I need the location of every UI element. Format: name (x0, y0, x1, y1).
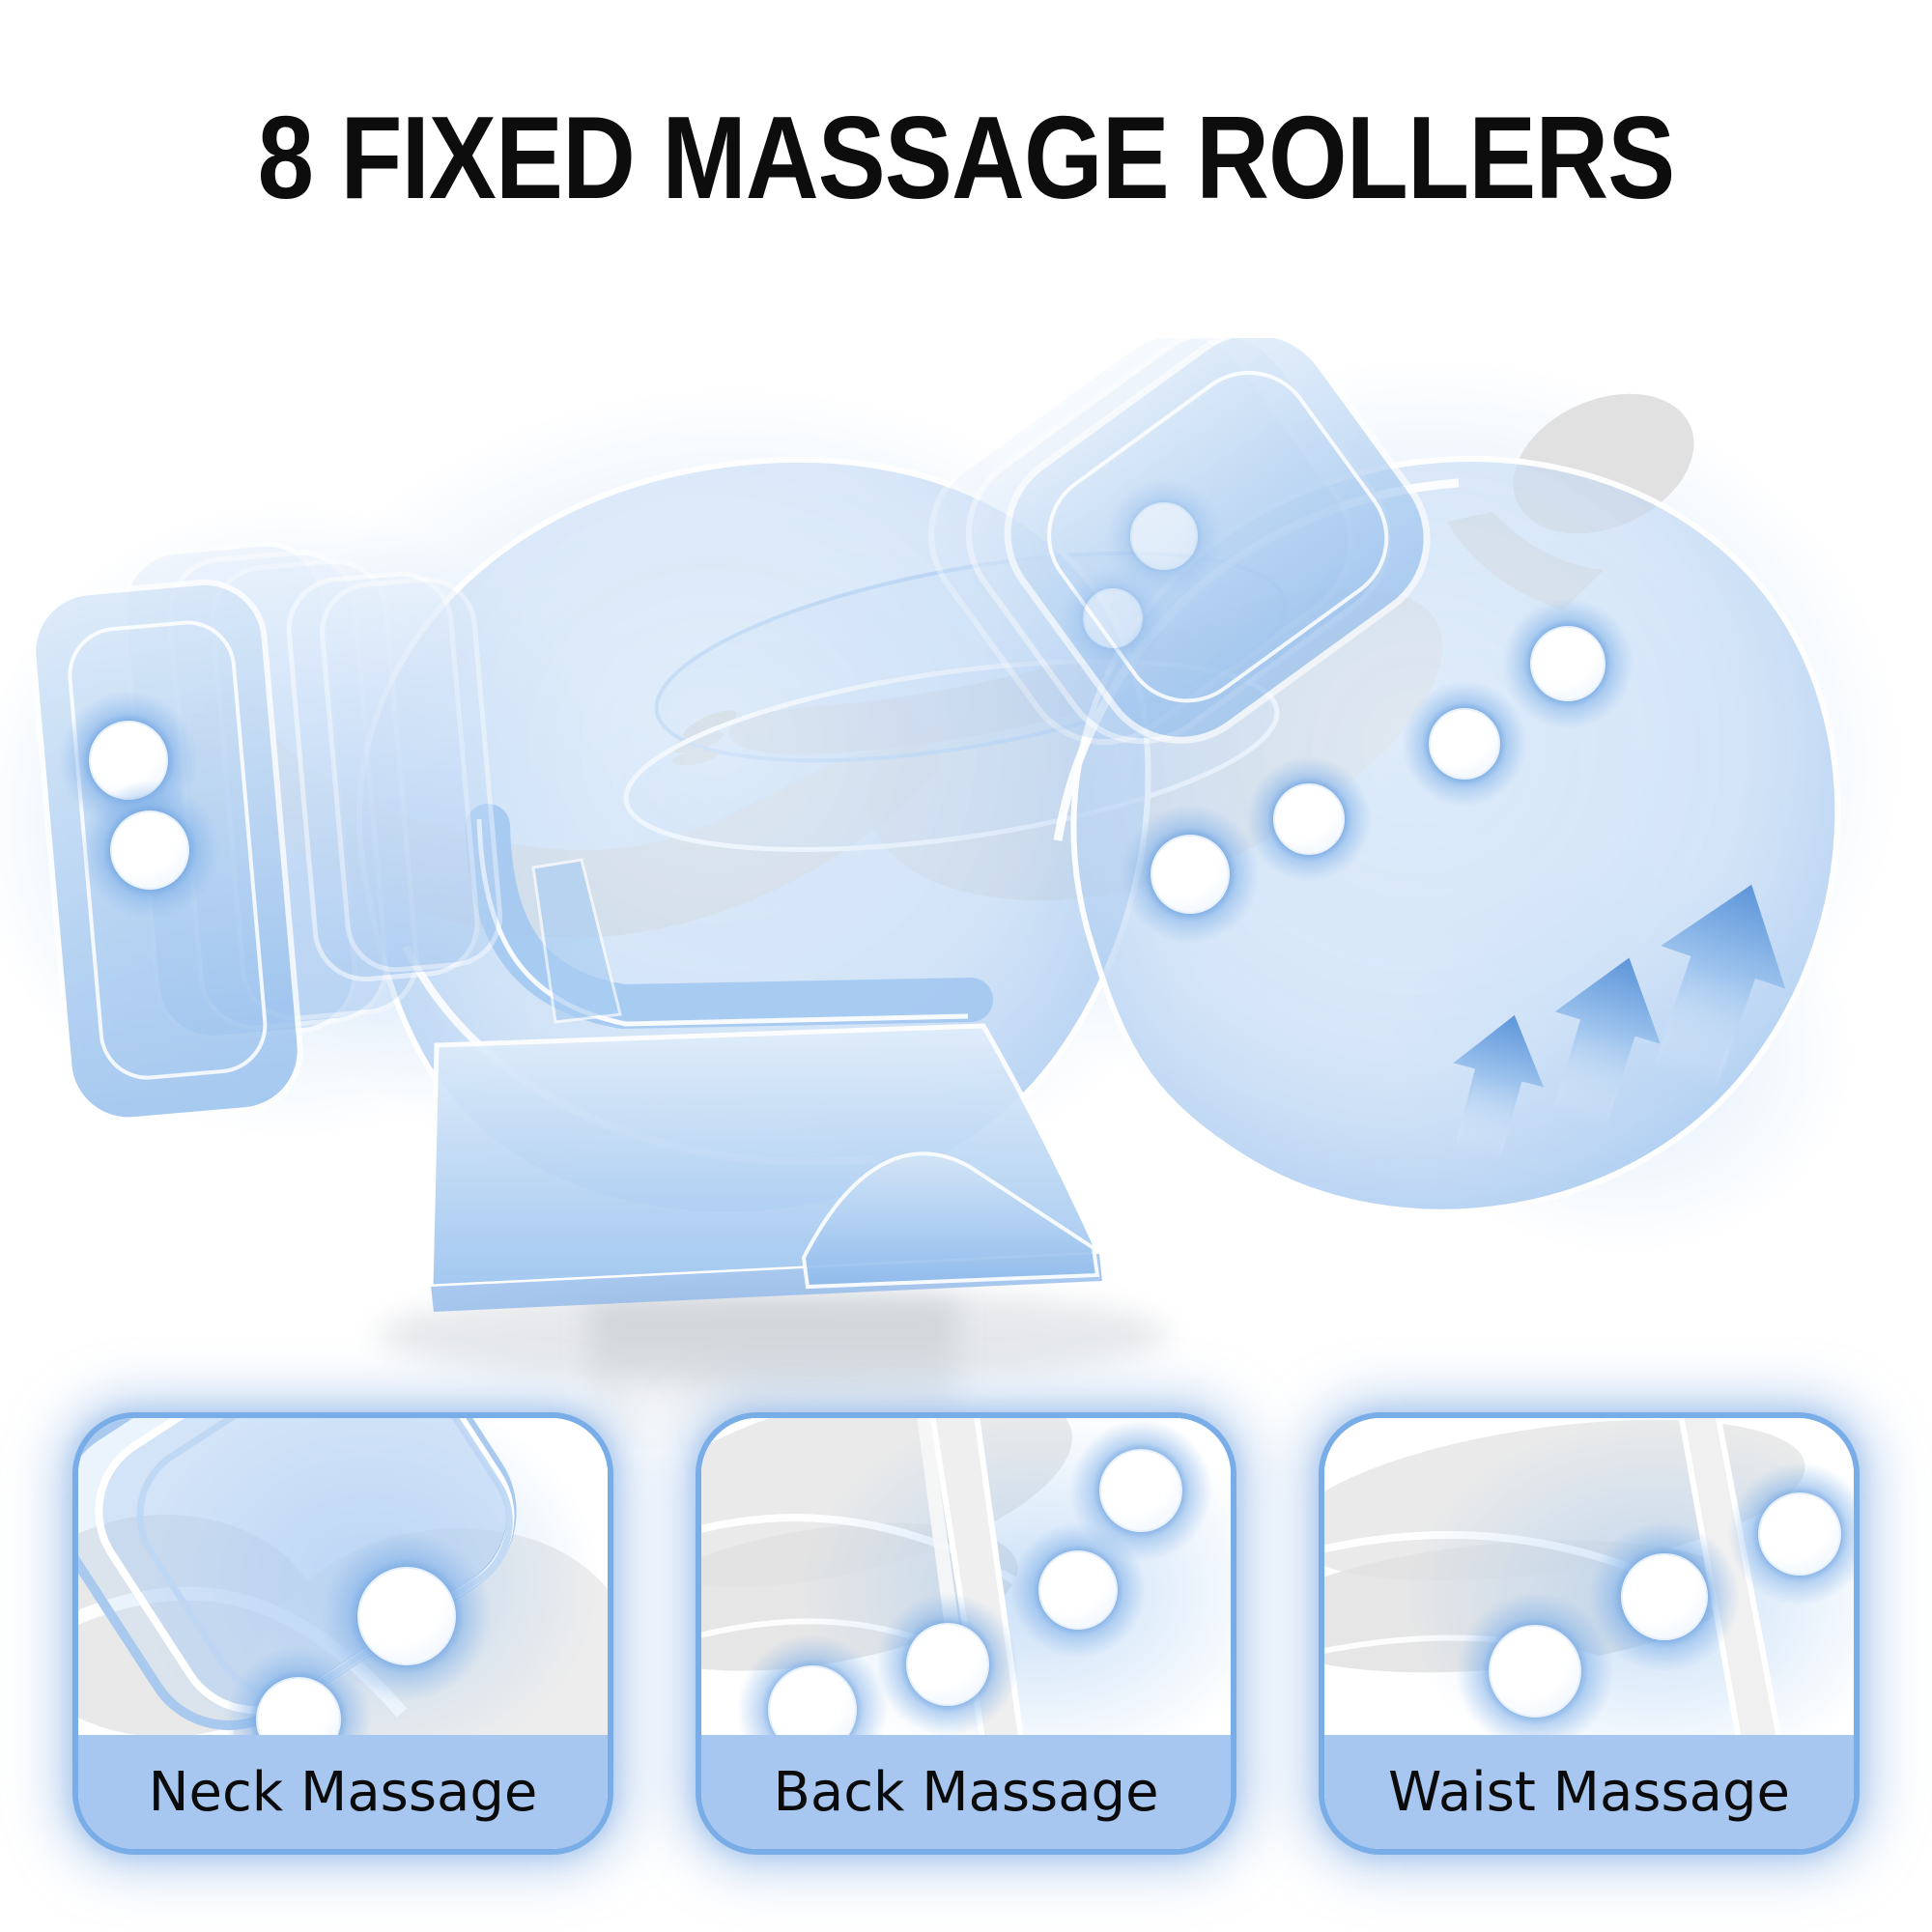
massage-roller (1061, 566, 1165, 670)
waist-massage-image (1324, 1418, 1854, 1735)
page-title: 8 FIXED MASSAGE ROLLERS (257, 92, 1676, 223)
massage-roller (1106, 478, 1222, 594)
waist-massage-label: Waist Massage (1324, 1735, 1854, 1849)
massage-roller (1402, 681, 1527, 807)
chair-scene (0, 338, 1903, 1449)
neck-massage-image (78, 1418, 608, 1735)
back-massage-label: Back Massage (701, 1735, 1231, 1849)
massage-roller (1246, 756, 1372, 882)
back-massage-card: Back Massage (696, 1412, 1236, 1855)
massage-roller (1121, 805, 1260, 944)
neck-massage-card: Neck Massage (72, 1412, 613, 1855)
massage-chair-illustration (0, 338, 1932, 1449)
neck-massage-label: Neck Massage (78, 1735, 608, 1849)
massage-roller (80, 781, 219, 920)
waist-massage-card: Waist Massage (1319, 1412, 1860, 1855)
massage-roller (1502, 598, 1634, 729)
back-massage-image (701, 1418, 1231, 1735)
ottoman-wedge (801, 1151, 1100, 1290)
